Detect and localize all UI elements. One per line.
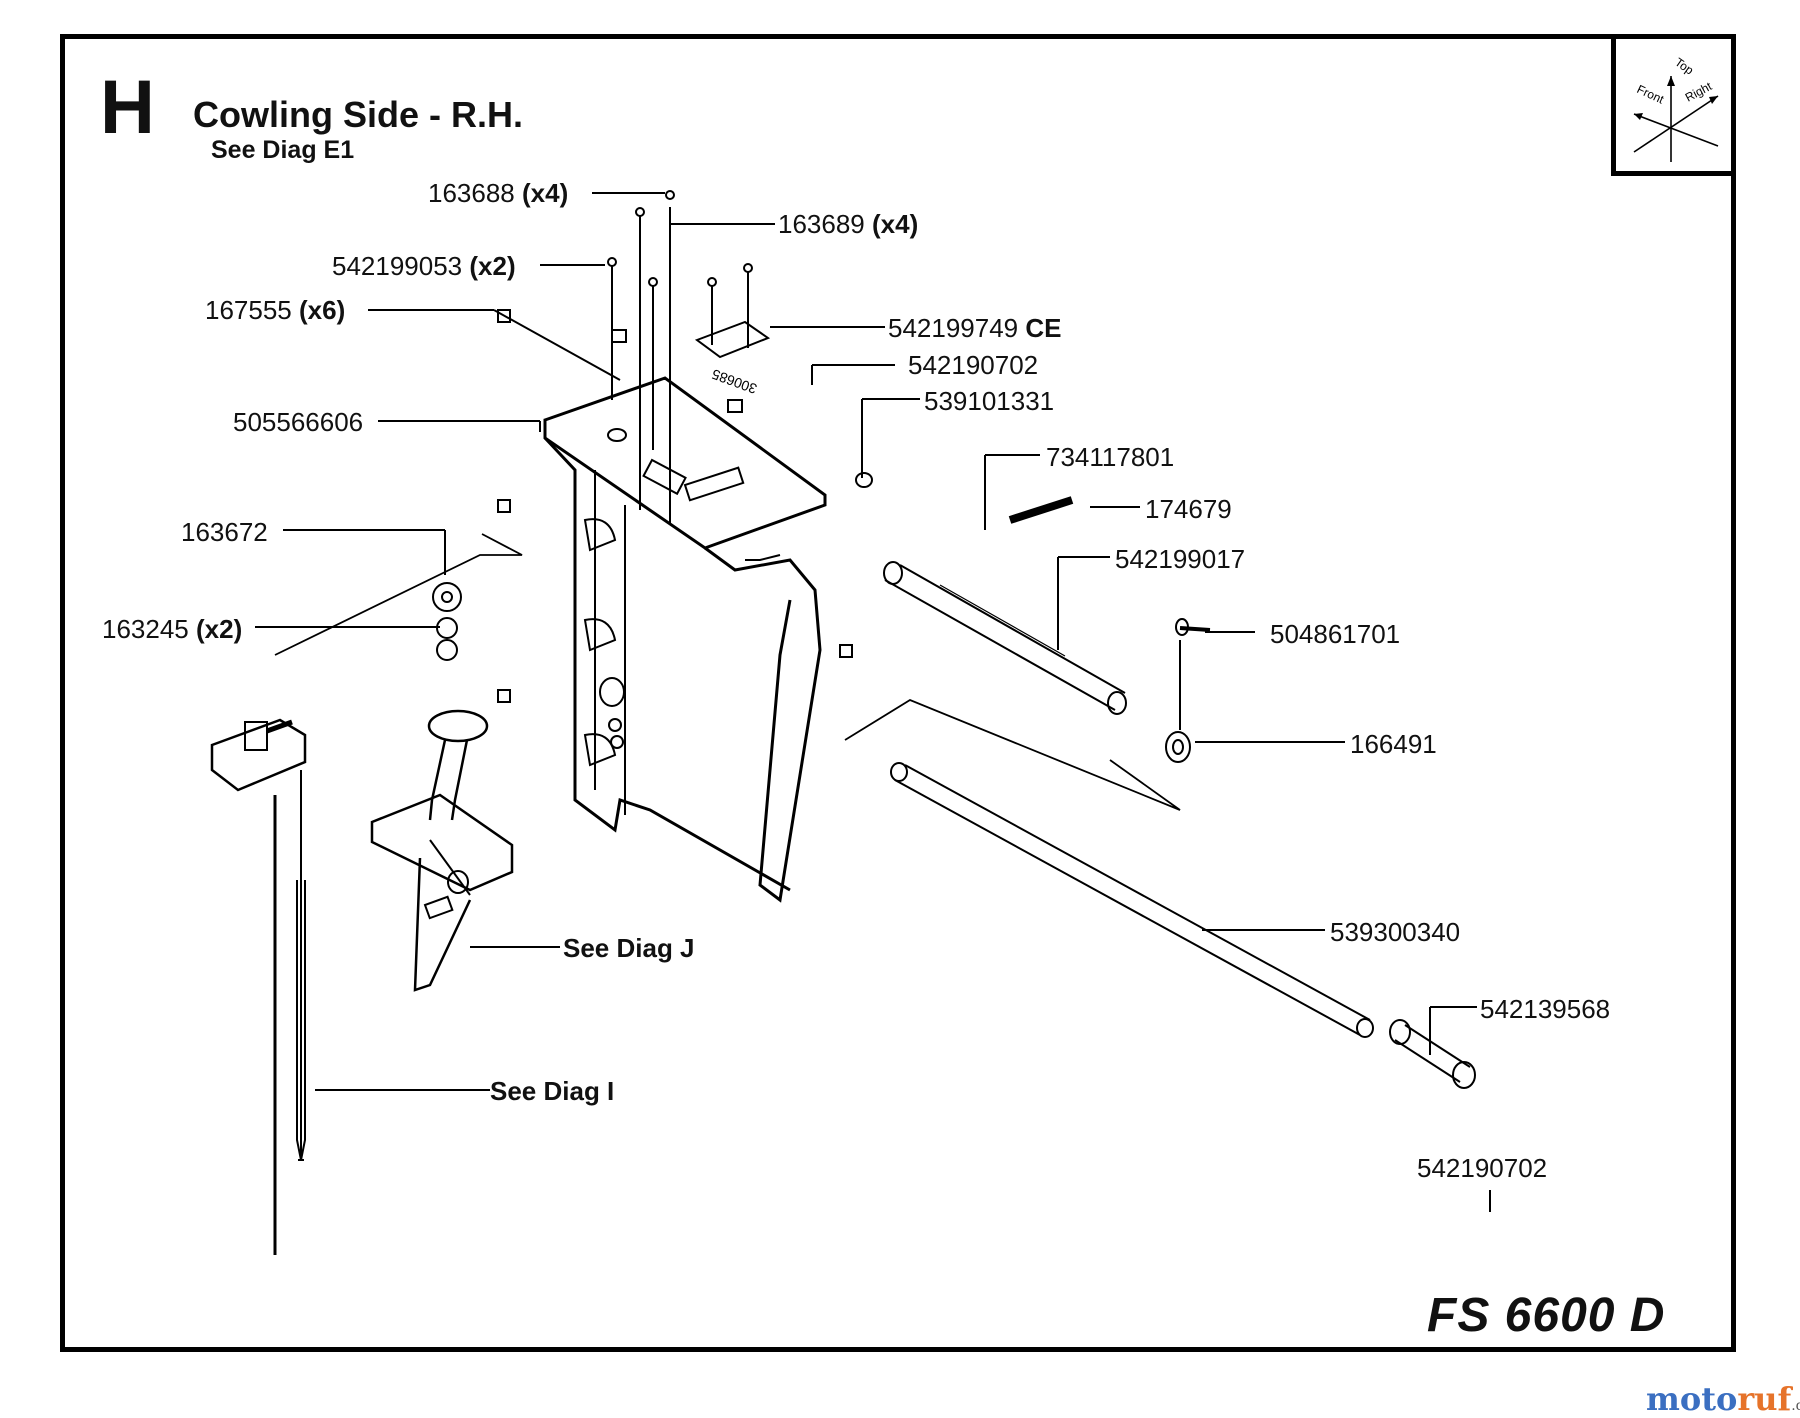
watermark-tld: .de xyxy=(1791,1398,1800,1414)
part-label-174679: 174679 xyxy=(1145,494,1232,524)
section-letter: H xyxy=(100,65,155,150)
part-label-542199053: 542199053 (x2) xyxy=(332,251,516,281)
part-label-504861701: 504861701 xyxy=(1270,619,1401,649)
watermark-part-b: ruf xyxy=(1737,1380,1792,1418)
model-name: FS 6600 D xyxy=(1427,1289,1666,1342)
part-label-734117801: 734117801 xyxy=(1046,442,1175,472)
part-label-542199749: 542199749 CE xyxy=(888,313,1062,343)
part-label-542190702-bottom: 542190702 xyxy=(1417,1153,1548,1183)
part-label-163688: 163688 (x4) xyxy=(428,178,569,208)
diagram-frame xyxy=(60,34,1736,1352)
compass-axes-icon: Top Front Right xyxy=(1633,55,1719,162)
part-label-542190702-top: 542190702 xyxy=(908,350,1039,380)
stamped-marking: 300685 xyxy=(709,366,759,397)
orientation-compass: Top Front Right xyxy=(1611,34,1736,176)
part-label-539300340: 539300340 xyxy=(1330,917,1461,947)
part-label-539101331: 539101331 xyxy=(924,386,1055,416)
see-diagram-e1-reference: See Diag E1 xyxy=(211,136,355,164)
part-label-166491: 166491 xyxy=(1350,729,1437,759)
part-label-167555: 167555 (x6) xyxy=(205,295,346,325)
part-label-542199017: 542199017 xyxy=(1115,544,1246,574)
section-title: Cowling Side - R.H. xyxy=(193,94,523,135)
part-label-163672: 163672 xyxy=(181,517,268,547)
watermark-logo: motoruf.de xyxy=(1646,1380,1800,1418)
see-diagram-j-reference: See Diag J xyxy=(563,933,695,963)
part-label-163245: 163245 (x2) xyxy=(102,614,243,644)
part-label-505566606: 505566606 xyxy=(233,407,364,437)
see-diagram-i-reference: See Diag I xyxy=(490,1076,615,1106)
watermark-part-a: moto xyxy=(1646,1380,1738,1418)
part-label-163689: 163689 (x4) xyxy=(778,209,919,239)
part-label-542139568: 542139568 xyxy=(1480,994,1611,1024)
